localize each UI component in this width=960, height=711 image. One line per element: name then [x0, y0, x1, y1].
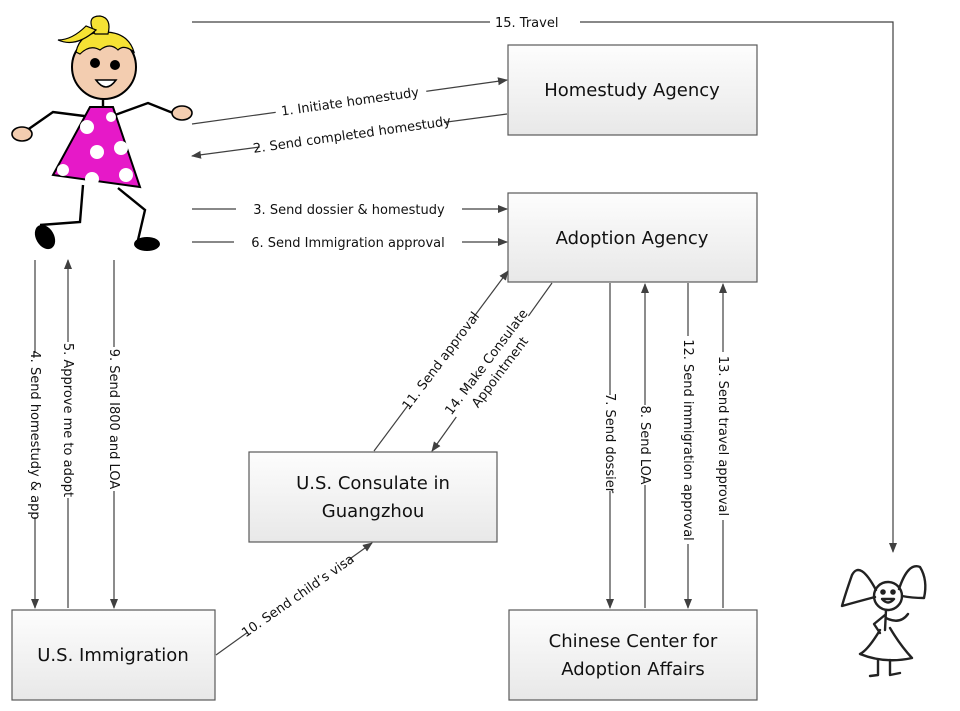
- homestudy-agency-box[interactable]: Homestudy Agency: [507, 44, 758, 136]
- edge-7-send-dossier: 7. Send dossier: [602, 283, 620, 609]
- edge-9-send-i800-loa: 9. Send I800 and LOA: [106, 260, 124, 609]
- edge-14-make-consulate-appointment: 14. Make Consulate Appointment: [431, 282, 553, 452]
- adoption-agency-box[interactable]: Adoption Agency: [507, 192, 758, 283]
- edge-5-approve-me-to-adopt: 5. Approve me to adopt: [60, 259, 78, 608]
- edge-1-initiate-homestudy: 1. Initiate homestudy: [191, 77, 508, 125]
- edge-7-label: 7. Send dossier: [602, 393, 617, 494]
- edge-15-label: 15. Travel: [495, 16, 558, 31]
- adoption-agency-label: Adoption Agency: [556, 228, 709, 249]
- child-figure-icon: [840, 565, 927, 678]
- ccaa-label-line2: Adoption Affairs: [561, 659, 705, 680]
- edge-13-send-travel-approval: 13. Send travel approval: [715, 283, 733, 608]
- edge-4-send-homestudy-app: 4. Send homestudy & app: [27, 260, 45, 609]
- edge-10-send-childs-visa: 10. Send child’s visa: [215, 542, 373, 656]
- edge-5-label: 5. Approve me to adopt: [60, 343, 75, 497]
- ccaa-box[interactable]: Chinese Center for Adoption Affairs: [508, 609, 758, 701]
- edge-3-send-dossier: 3. Send dossier & homestudy: [192, 200, 508, 218]
- us-consulate-label-line2: Guangzhou: [322, 501, 425, 522]
- parent-figure-icon: [11, 15, 193, 251]
- edge-10-label: 10. Send child’s visa: [239, 552, 357, 641]
- homestudy-agency-label: Homestudy Agency: [544, 80, 720, 101]
- us-immigration-box[interactable]: U.S. Immigration: [11, 609, 216, 701]
- edge-8-send-loa: 8. Send LOA: [637, 283, 655, 608]
- us-immigration-label: U.S. Immigration: [37, 645, 188, 666]
- edge-15-travel: 15. Travel: [192, 12, 897, 553]
- edge-12-label: 12. Send immigration approval: [680, 339, 695, 541]
- edge-6-label: 6. Send Immigration approval: [251, 236, 445, 251]
- us-consulate-label-line1: U.S. Consulate in: [296, 473, 450, 494]
- edge-13-label: 13. Send travel approval: [715, 356, 730, 516]
- edge-6-send-immigration-approval: 6. Send Immigration approval: [192, 233, 508, 251]
- edge-8-label: 8. Send LOA: [637, 405, 652, 484]
- edge-9-label: 9. Send I800 and LOA: [106, 349, 121, 490]
- edge-12-send-immigration-approval: 12. Send immigration approval: [680, 283, 698, 609]
- edge-1-label: 1. Initiate homestudy: [280, 85, 420, 119]
- us-consulate-box[interactable]: U.S. Consulate in Guangzhou: [248, 451, 498, 543]
- edge-3-label: 3. Send dossier & homestudy: [253, 203, 445, 218]
- edge-4-label: 4. Send homestudy & app: [27, 350, 42, 519]
- ccaa-label-line1: Chinese Center for: [549, 631, 718, 652]
